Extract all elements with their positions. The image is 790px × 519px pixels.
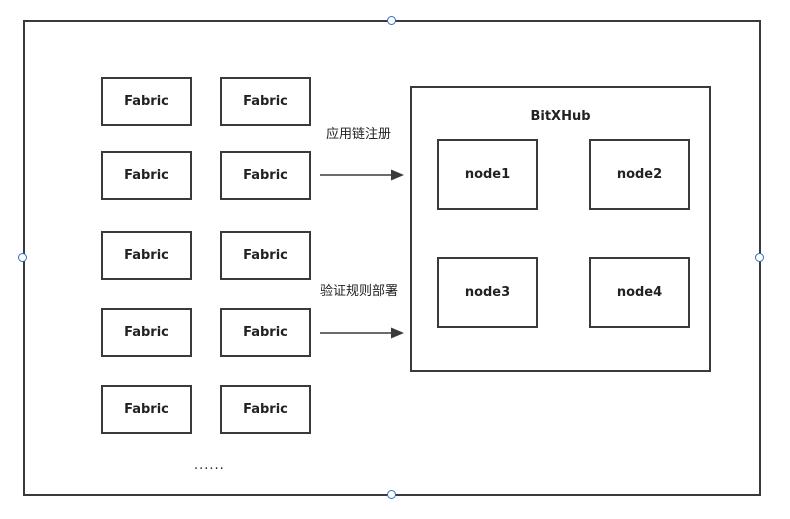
selection-handle-right[interactable] [755,253,764,262]
selection-handle-top[interactable] [387,16,396,25]
more-ellipsis: ...... [194,458,225,473]
register-label: 应用链注册 [326,127,392,142]
fabric-box[interactable]: Fabric [101,231,192,280]
node-box-2[interactable]: node2 [589,139,690,210]
fabric-box[interactable]: Fabric [220,77,311,126]
selection-handle-left[interactable] [18,253,27,262]
fabric-box[interactable]: Fabric [101,308,192,357]
node-box-3[interactable]: node3 [437,257,538,328]
fabric-box[interactable]: Fabric [220,231,311,280]
bitxhub-container[interactable] [410,86,711,372]
fabric-box[interactable]: Fabric [101,77,192,126]
fabric-box[interactable]: Fabric [101,385,192,434]
fabric-box[interactable]: Fabric [220,385,311,434]
register-arrow[interactable] [320,169,404,181]
fabric-box[interactable]: Fabric [220,308,311,357]
selection-handle-bottom[interactable] [387,490,396,499]
deploy-arrow[interactable] [320,327,404,339]
fabric-box[interactable]: Fabric [220,151,311,200]
bitxhub-title: BitXHub [530,109,591,124]
node-box-1[interactable]: node1 [437,139,538,210]
deploy-label: 验证规则部署 [320,284,399,299]
node-box-4[interactable]: node4 [589,257,690,328]
fabric-box[interactable]: Fabric [101,151,192,200]
